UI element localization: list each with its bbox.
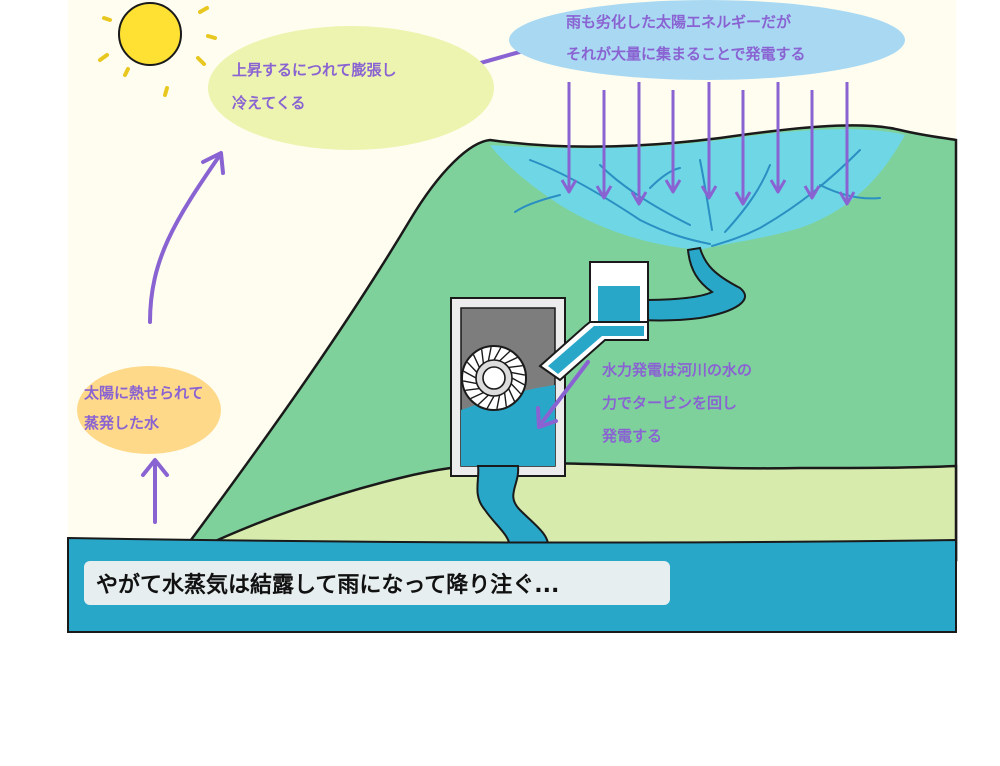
turbine-blade bbox=[462, 380, 478, 385]
turbine-blade bbox=[496, 394, 501, 410]
caption-bar: やがて水蒸気は結露して雨になって降り注ぐ... bbox=[84, 561, 670, 605]
rain-arrow bbox=[769, 82, 787, 194]
rain-arrow bbox=[664, 90, 682, 194]
label-hydro-line-3: 発電する bbox=[601, 427, 662, 445]
label-evaporated-line-2: 蒸発した水 bbox=[84, 414, 160, 432]
turbine-blade bbox=[511, 377, 525, 386]
label-solar-line-2: それが大量に集まることで発電する bbox=[566, 45, 806, 63]
turbine-blade bbox=[504, 356, 518, 365]
label-solar-energy: 雨も劣化した太陽エネルギーだが それが大量に集まることで発電する bbox=[509, 0, 905, 80]
turbine-blade bbox=[503, 392, 507, 407]
turbine-blade bbox=[466, 361, 478, 373]
mountain-stream bbox=[639, 246, 747, 322]
label-hydropower: 水力発電は河川の水の 力でタービンを回し 発電する bbox=[601, 361, 752, 445]
lake-ripples bbox=[514, 149, 881, 247]
turbine-blade bbox=[510, 371, 526, 376]
label-rising-expansion: 上昇するにつれて膨張し 冷えてくる bbox=[208, 26, 494, 150]
turbine-blade bbox=[499, 350, 511, 362]
turbine-blade bbox=[477, 394, 489, 406]
turbine-blade bbox=[510, 383, 522, 395]
label-evaporated-water: 太陽に熱せられて 蒸発した水 bbox=[77, 366, 221, 454]
turbine-blade bbox=[487, 346, 492, 362]
turbine-blade bbox=[472, 354, 481, 368]
label-rising-line-2: 冷えてくる bbox=[232, 94, 306, 112]
evaporation-arrow bbox=[141, 458, 169, 524]
label-rising-line-1: 上昇するにつれて膨張し bbox=[232, 61, 397, 79]
rain-arrow bbox=[560, 82, 578, 194]
turbine-blade bbox=[463, 370, 477, 379]
rain-arrows bbox=[560, 82, 856, 206]
rain-arrow bbox=[734, 90, 752, 206]
penstock bbox=[538, 261, 649, 382]
turbine-blade bbox=[493, 347, 502, 361]
turbine-icon bbox=[461, 345, 527, 411]
label-hydro-line-2: 力でタービンを回し bbox=[602, 394, 737, 412]
label-hydro-line-1: 水力発電は河川の水の bbox=[602, 361, 752, 379]
rain-arrow bbox=[838, 82, 856, 206]
rain-arrow bbox=[630, 82, 648, 206]
turbine-blade bbox=[481, 349, 485, 364]
turbine-arrow bbox=[536, 360, 590, 429]
rain-arrow bbox=[700, 82, 718, 200]
turbine-blade bbox=[465, 387, 480, 391]
turbine-blade bbox=[507, 388, 516, 402]
rising-arrow bbox=[148, 151, 225, 324]
sun-icon bbox=[98, 2, 217, 97]
turbine-blade bbox=[470, 391, 484, 400]
caption-text: やがて水蒸気は結露して雨になって降り注ぐ... bbox=[96, 572, 559, 598]
label-solar-line-1: 雨も劣化した太陽エネルギーだが bbox=[566, 13, 792, 31]
mountain-lake bbox=[490, 129, 905, 250]
turbine-blade bbox=[486, 395, 495, 409]
rain-arrow bbox=[803, 90, 821, 200]
label-evaporated-line-1: 太陽に熱せられて bbox=[84, 384, 204, 402]
turbine-blade bbox=[508, 365, 523, 369]
rain-arrow bbox=[595, 90, 613, 200]
